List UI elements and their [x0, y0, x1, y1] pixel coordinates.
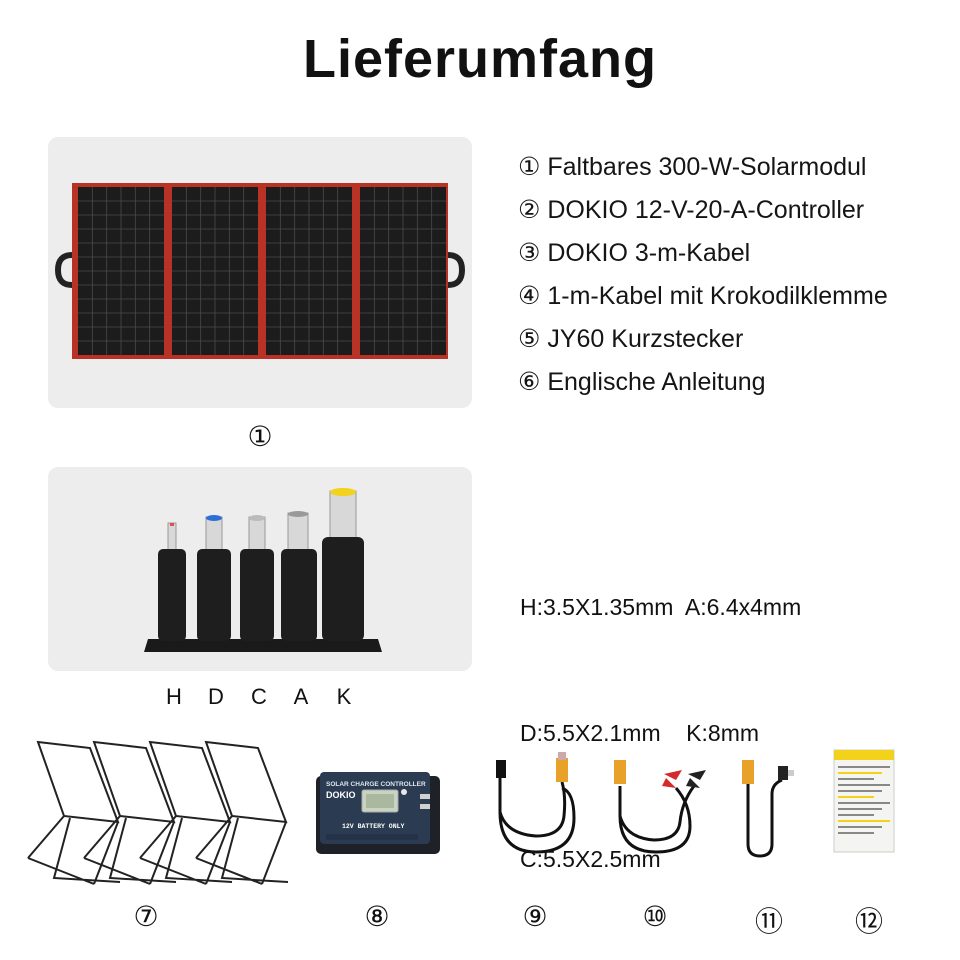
dc-plug-adapters-image	[144, 488, 382, 652]
contents-item-4: ④ 1-m-Kabel mit Krokodilklemme	[518, 282, 888, 310]
controller-header: SOLAR CHARGE CONTROLLER	[326, 781, 426, 788]
item-number-7: ⑦	[133, 901, 159, 932]
contents-list: ① Faltbares 300-W-Solarmodul ② DOKIO 12-…	[518, 146, 888, 404]
short-cable-image	[742, 760, 794, 858]
folding-stand	[195, 740, 289, 885]
plug-sizes: H:3.5X1.35mm A:6.4x4mm D:5.5X2.1mm K:8mm…	[520, 502, 801, 922]
folding-stand	[83, 740, 177, 885]
alligator-clip-cable-image	[614, 760, 706, 854]
folding-stand	[139, 740, 233, 885]
contents-item-6: ⑥ Englische Anleitung	[518, 368, 766, 396]
item-number-9: ⑨	[522, 901, 548, 932]
contents-item-1: ① Faltbares 300-W-Solarmodul	[518, 153, 867, 181]
item-number-8: ⑧	[364, 901, 390, 932]
solar-panel-image	[54, 183, 466, 359]
plug-labels: H D C A K	[152, 684, 372, 714]
plug-sizes-line-1: H:3.5X1.35mm A:6.4x4mm	[520, 594, 802, 620]
contents-item-5: ⑤ JY60 Kurzstecker	[518, 325, 744, 353]
plug-label-k: K	[336, 684, 352, 709]
folding-stand	[27, 740, 121, 885]
plug-label-h: H	[166, 684, 182, 709]
plug-label-a: A	[293, 684, 309, 709]
folding-stand-image	[27, 740, 289, 885]
cable-image	[496, 752, 576, 854]
charge-controller-image: SOLAR CHARGE CONTROLLER DOKIO 12V BATTER…	[316, 772, 440, 854]
controller-brand: DOKIO	[326, 790, 356, 800]
plug-label-c: C	[251, 684, 267, 709]
contents-item-3: ③ DOKIO 3-m-Kabel	[518, 239, 751, 267]
page-title: Lieferumfang	[302, 29, 658, 89]
plug-label-d: D	[208, 684, 224, 709]
item-number-12: ⑫	[854, 906, 883, 937]
plug-sizes-line-2: D:5.5X2.1mm K:8mm	[520, 720, 760, 746]
panel-number: ①	[247, 421, 273, 452]
item-number-11: ⑪	[754, 906, 783, 937]
controller-battery-label: 12V BATTERY ONLY	[342, 823, 405, 830]
manual-image	[833, 749, 895, 853]
contents-item-2: ② DOKIO 12-V-20-A-Controller	[518, 196, 865, 224]
item-number-10: ⑩	[642, 901, 668, 932]
